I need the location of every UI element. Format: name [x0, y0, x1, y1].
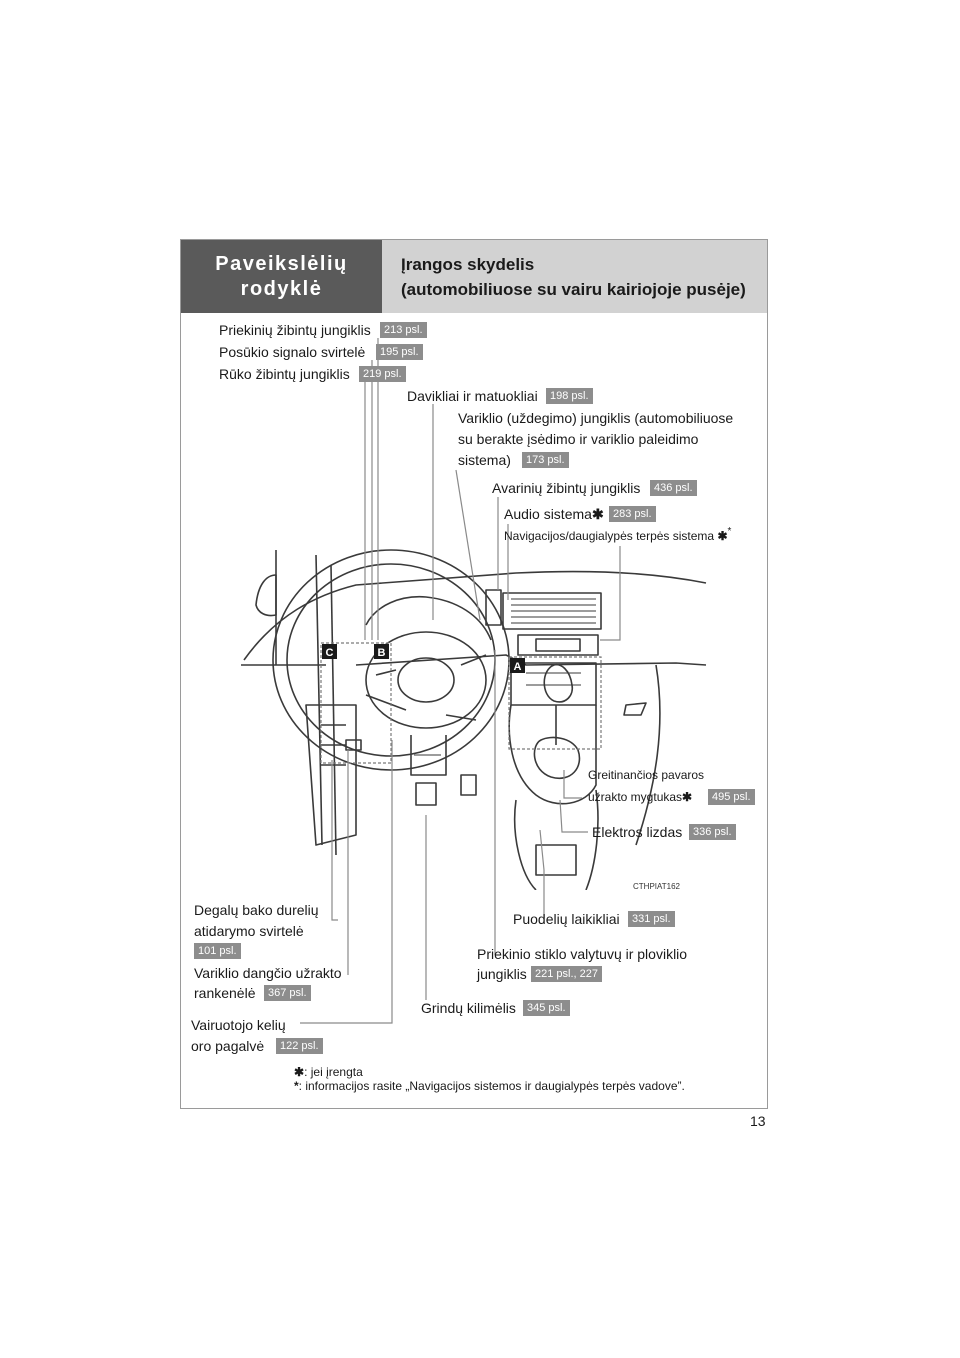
page-ref-audio[interactable]: 283 psl. [609, 506, 656, 522]
page-ref-hazard[interactable]: 436 psl. [650, 480, 697, 496]
page-ref-fog-light[interactable]: 219 psl. [359, 366, 406, 382]
label-navigation: Navigacijos/daugialypės terpės sistema ✱… [504, 528, 731, 546]
asterisk-icon: ✱ [682, 790, 692, 804]
page-ref-gauges[interactable]: 198 psl. [546, 388, 593, 404]
label-fog-light: Rūko žibintų jungiklis [219, 366, 350, 383]
label-wiper-line2: jungiklis [477, 966, 527, 983]
page-ref-cup-holders[interactable]: 331 psl. [628, 911, 675, 927]
label-knee-airbag-line2: oro pagalvė [191, 1038, 264, 1055]
page-ref-hood-release[interactable]: 367 psl. [264, 985, 311, 1001]
label-engine-switch-line1: Variklio (uždegimo) jungiklis (automobil… [458, 410, 733, 427]
label-engine-switch-line2: su berakte įsėdimo ir variklio paleidimo [458, 431, 698, 448]
page-ref-headlight-switch[interactable]: 213 psl. [380, 322, 427, 338]
page-ref-power-outlet[interactable]: 336 psl. [689, 824, 736, 840]
page-ref-wiper[interactable]: 221 psl., 227 [531, 966, 602, 982]
label-hood-release-line1: Variklio dangčio užrakto [194, 965, 342, 982]
label-gauges: Davikliai ir matuokliai [407, 388, 538, 405]
page-ref-fuel-door[interactable]: 101 psl. [194, 943, 241, 959]
image-code: CTHPIAT162 [633, 878, 680, 895]
label-wiper-line1: Priekinio stiklo valytuvų ir ploviklio [477, 946, 687, 963]
footnote-nav-manual: *: informacijos rasite „Navigacijos sist… [294, 1079, 685, 1093]
label-power-outlet: Elektros lizdas [592, 824, 682, 841]
label-hood-release-line2: rankenėlė [194, 985, 256, 1002]
label-cup-holders: Puodelių laikikliai [513, 911, 620, 928]
label-turn-signal: Posūkio signalo svirtelė [219, 344, 365, 361]
page-ref-floor-mat[interactable]: 345 psl. [523, 1000, 570, 1016]
footnote-if-equipped-text: : jei įrengta [304, 1065, 363, 1079]
label-fuel-door-line1: Degalų bako durelių [194, 902, 319, 919]
label-audio-text: Audio sistema [504, 506, 592, 522]
label-engine-switch-line3: sistema) [458, 452, 511, 469]
footnote-if-equipped: ✱: jei įrengta [294, 1065, 363, 1079]
star-icon: * [728, 526, 732, 537]
page-number: 13 [750, 1113, 766, 1129]
label-shift-lock-line1: Greitinančios pavaros [588, 767, 704, 784]
asterisk-icon: ✱ [592, 506, 604, 522]
page-ref-knee-airbag[interactable]: 122 psl. [276, 1038, 323, 1054]
page-ref-turn-signal[interactable]: 195 psl. [376, 344, 423, 360]
label-shift-lock-text: užrakto mygtukas [588, 790, 682, 804]
label-fuel-door-line2: atidarymo svirtelė [194, 923, 304, 940]
footnote-nav-manual-text: : informacijos rasite „Navigacijos siste… [299, 1079, 685, 1093]
label-audio: Audio sistema✱ [504, 506, 604, 523]
label-hazard: Avarinių žibintų jungiklis [492, 480, 640, 497]
page-ref-engine-switch[interactable]: 173 psl. [522, 452, 569, 468]
label-navigation-text: Navigacijos/daugialypės terpės sistema [504, 529, 714, 543]
label-knee-airbag-line1: Vairuotojo kelių [191, 1017, 286, 1034]
asterisk-icon: ✱ [294, 1065, 304, 1079]
label-shift-lock-line2: užrakto mygtukas✱ [588, 789, 692, 806]
asterisk-icon: ✱ [717, 529, 727, 543]
label-headlight-switch: Priekinių žibintų jungiklis [219, 322, 371, 339]
page-ref-shift-lock[interactable]: 495 psl. [708, 789, 755, 805]
label-floor-mat: Grindų kilimėlis [421, 1000, 516, 1017]
